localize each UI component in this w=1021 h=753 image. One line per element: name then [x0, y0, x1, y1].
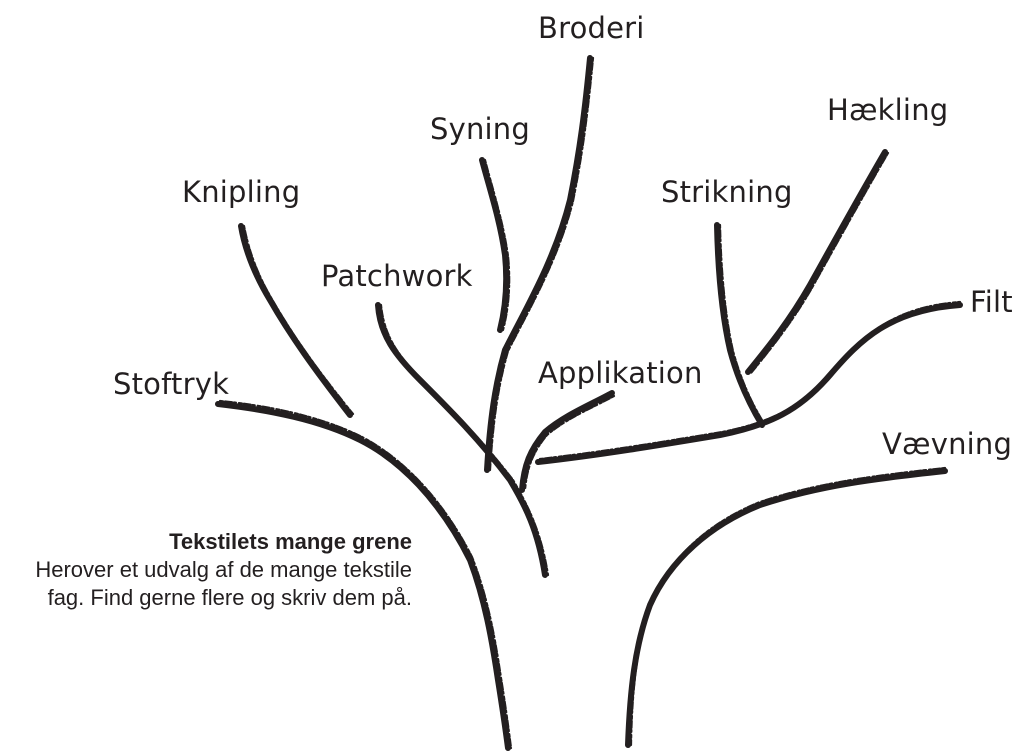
caption-title: Tekstilets mange grene [169, 529, 412, 554]
branch-broderi [484, 55, 595, 473]
branch-left-trunk [215, 399, 513, 751]
label-stoftryk: Stoftryk [113, 367, 230, 401]
label-haekling: Hækling [827, 93, 949, 127]
branch-knipling [238, 223, 355, 418]
label-filt: Filt [970, 285, 1013, 319]
branch-strikning [714, 222, 767, 428]
branch-vaevning [625, 466, 948, 748]
branch-applikation [519, 390, 616, 493]
label-syning: Syning [430, 112, 530, 146]
caption-body: Herover et udvalg af de mange tekstile f… [35, 557, 412, 610]
label-vaevning: Vævning [882, 427, 1013, 461]
label-patchwork: Patchwork [321, 259, 473, 293]
branch-filt [535, 300, 963, 465]
label-knipling: Knipling [182, 175, 301, 209]
branch-haekling [745, 149, 890, 375]
label-applikation: Applikation [538, 356, 703, 390]
branch-patchwork [375, 302, 550, 578]
label-broderi: Broderi [538, 11, 645, 45]
caption-block: Tekstilets mange grene Herover et udvalg… [0, 528, 412, 612]
label-strikning: Strikning [661, 175, 793, 209]
branch-syning [479, 157, 511, 333]
